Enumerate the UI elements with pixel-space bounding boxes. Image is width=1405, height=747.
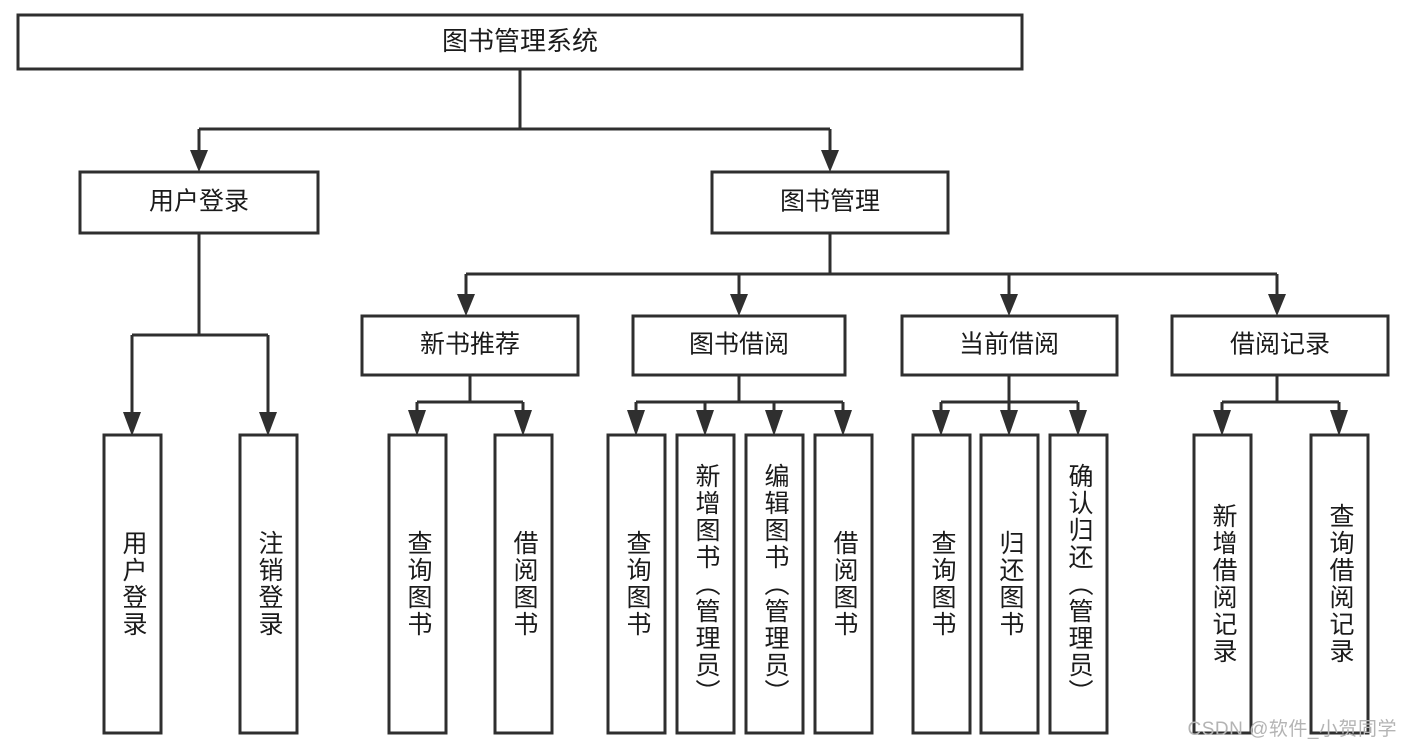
node-leaf-current-borrow-1[interactable] <box>979 433 1040 735</box>
node-leaf-book-borrow-3[interactable] <box>813 433 874 735</box>
arrow-cb-to-leaf-0 <box>932 410 950 436</box>
arrow-bb-to-leaf-3 <box>834 410 852 436</box>
node-leaf-current-borrow-2[interactable] <box>1048 433 1109 735</box>
arrow-bb-to-leaf-2 <box>765 410 783 436</box>
node-new-book-recommend-label: 新书推荐 <box>420 331 520 359</box>
arrow-root-to-user-login <box>190 150 208 172</box>
node-user-login[interactable] <box>78 170 320 235</box>
arrow-cb-to-leaf-2 <box>1069 410 1087 436</box>
arrow-bb-to-leaf-0 <box>627 410 645 436</box>
node-leaf-borrow-record-1[interactable] <box>1309 433 1370 735</box>
node-book-manage-label: 图书管理 <box>780 188 880 216</box>
arrow-nb-to-leaf-1 <box>514 410 532 436</box>
node-layer: 图书管理系统 用户登录 图书管理 新书推荐 图书借阅 当前借阅 借阅记录 <box>16 13 1390 735</box>
node-book-manage[interactable] <box>710 170 950 235</box>
node-leaf-borrow-record-0[interactable] <box>1192 433 1253 735</box>
node-current-borrow[interactable] <box>900 314 1119 377</box>
node-leaf-new-book-1[interactable] <box>493 433 554 735</box>
node-leaf-book-borrow-2[interactable] <box>744 433 805 735</box>
node-book-borrow-label: 图书借阅 <box>689 331 789 359</box>
node-current-borrow-label: 当前借阅 <box>959 331 1059 359</box>
arrow-bm-to-current-borrow <box>1000 294 1018 316</box>
node-root-label: 图书管理系统 <box>442 26 598 56</box>
node-leaf-book-borrow-0[interactable] <box>606 433 667 735</box>
arrow-bm-to-borrow-record <box>1268 294 1286 316</box>
arrow-bm-to-new-book <box>457 294 475 316</box>
arrow-bm-to-book-borrow <box>730 294 748 316</box>
connector-layer <box>123 69 1348 436</box>
node-new-book-recommend[interactable] <box>360 314 580 377</box>
node-borrow-record[interactable] <box>1170 314 1390 377</box>
arrow-br-to-leaf-0 <box>1213 410 1231 436</box>
node-leaf-user-login-0[interactable] <box>102 433 163 735</box>
node-leaf-new-book-0[interactable] <box>387 433 448 735</box>
node-leaf-user-login-1[interactable] <box>238 433 299 735</box>
node-root[interactable] <box>16 13 1024 71</box>
arrow-ul-to-leaf-1 <box>259 412 277 436</box>
arrow-ul-to-leaf-0 <box>123 412 141 436</box>
arrow-cb-to-leaf-1 <box>1000 410 1018 436</box>
node-borrow-record-label: 借阅记录 <box>1230 331 1330 359</box>
arrow-nb-to-leaf-0 <box>408 410 426 436</box>
node-book-borrow[interactable] <box>631 314 847 377</box>
arrow-bb-to-leaf-1 <box>696 410 714 436</box>
node-leaf-current-borrow-0[interactable] <box>911 433 972 735</box>
node-leaf-book-borrow-1[interactable] <box>675 433 736 735</box>
arrow-root-to-book-manage <box>821 150 839 172</box>
arrow-br-to-leaf-1 <box>1330 410 1348 436</box>
node-user-login-label: 用户登录 <box>149 188 249 216</box>
